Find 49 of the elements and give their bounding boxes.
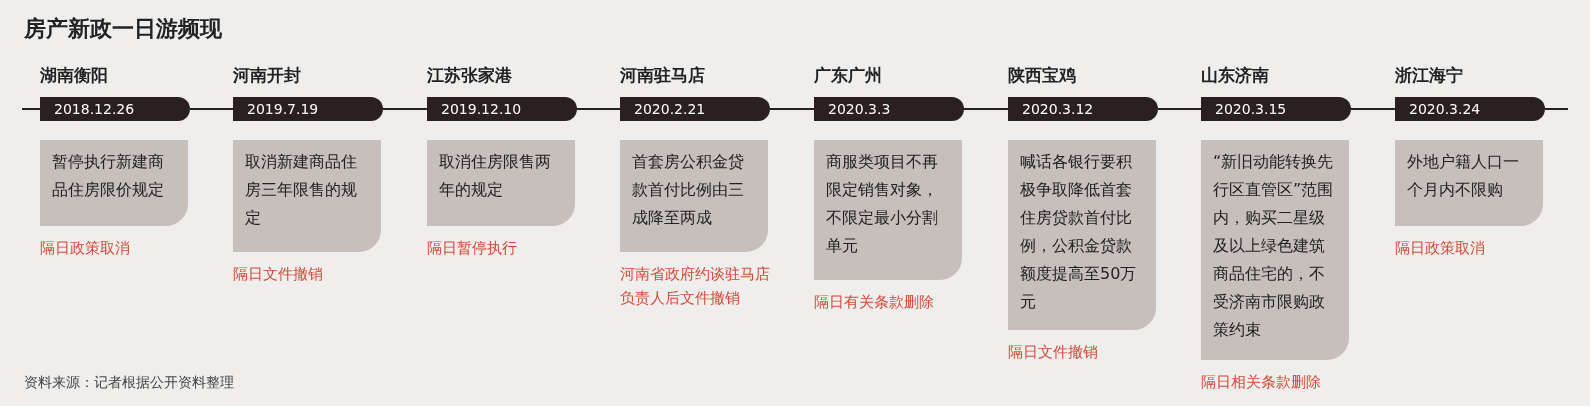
place-label: 湖南衡阳 <box>40 64 108 87</box>
event-card <box>1395 140 1543 226</box>
date-badge: 2019.12.10 <box>427 97 577 121</box>
place-label: 河南驻马店 <box>620 64 705 87</box>
outcome-note: 隔日暂停执行 <box>427 238 518 259</box>
timeline-segment <box>189 108 234 110</box>
outcome-note: 隔日有关条款删除 <box>814 292 935 313</box>
place-label: 江苏张家港 <box>427 64 512 87</box>
card-text: 喊话各银行要积极争取降低首套住房贷款首付比例，公积金贷款额度提高至50万元 <box>1020 151 1138 313</box>
outcome-note: 隔日相关条款删除 <box>1201 372 1322 393</box>
place-label: 河南开封 <box>233 64 301 87</box>
timeline-segment <box>1157 108 1202 110</box>
event-card <box>427 140 575 226</box>
date-badge: 2018.12.26 <box>40 97 190 121</box>
chart-title: 房产新政一日游频现 <box>24 15 222 43</box>
place-label: 广东广州 <box>814 64 882 87</box>
card-text: 首套房公积金贷款首付比例由三成降至两成 <box>632 151 745 229</box>
date-badge: 2020.3.3 <box>814 97 964 121</box>
timeline-segment <box>382 108 428 110</box>
timeline-segment <box>576 108 621 110</box>
source-note: 资料来源：记者根据公开资料整理 <box>24 374 234 392</box>
outcome-note: 河南省政府约谈驻马店负责人后文件撤销 <box>620 264 770 309</box>
outcome-note: 隔日政策取消 <box>1395 238 1486 259</box>
event-card <box>233 140 381 252</box>
outcome-note: 隔日政策取消 <box>40 238 131 259</box>
place-label: 山东济南 <box>1201 64 1269 87</box>
card-text: 取消住房限售两年的规定 <box>439 151 552 201</box>
place-label: 浙江海宁 <box>1395 64 1463 87</box>
card-text: 取消新建商品住房三年限售的规定 <box>245 151 358 229</box>
date-badge: 2020.3.12 <box>1008 97 1158 121</box>
event-card <box>620 140 768 252</box>
card-text: 外地户籍人口一个月内不限购 <box>1407 151 1520 201</box>
timeline-segment <box>963 108 1009 110</box>
event-card <box>1008 140 1156 330</box>
date-badge: 2020.3.24 <box>1395 97 1545 121</box>
card-text: “新旧动能转换先行区直管区”范围内，购买二星级及以上绿色建筑商品住宅的，不受济南市限购政策约束 <box>1213 151 1335 341</box>
outcome-note: 隔日文件撤销 <box>1008 342 1099 363</box>
timeline-segment <box>769 108 815 110</box>
place-label: 陕西宝鸡 <box>1008 64 1076 87</box>
event-card <box>814 140 962 280</box>
date-badge: 2020.3.15 <box>1201 97 1351 121</box>
outcome-note: 隔日文件撤销 <box>233 264 324 285</box>
card-text: 商服类项目不再限定销售对象，不限定最小分割单元 <box>826 151 939 257</box>
timeline-segment <box>1350 108 1396 110</box>
card-text: 暂停执行新建商品住房限价规定 <box>52 151 165 201</box>
date-badge: 2020.2.21 <box>620 97 770 121</box>
date-badge: 2019.7.19 <box>233 97 383 121</box>
event-card <box>1201 140 1349 360</box>
event-card <box>40 140 188 226</box>
